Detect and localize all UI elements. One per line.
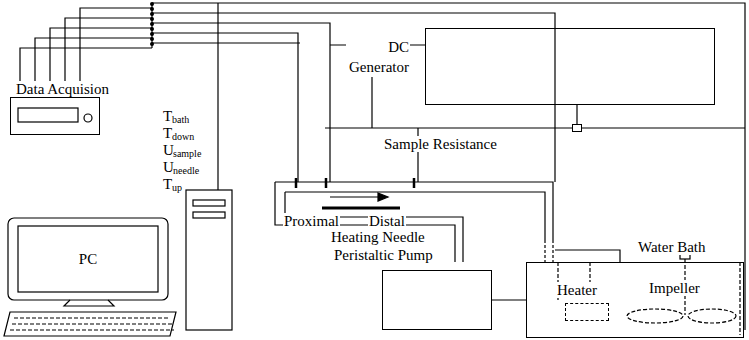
part-label: Impeller bbox=[648, 280, 701, 296]
peristaltic-pump: Peristaltic Pump bbox=[382, 270, 492, 330]
signal-name: down bbox=[171, 129, 195, 145]
node-label: Water Bath bbox=[637, 239, 707, 255]
signal-name: sample bbox=[172, 146, 202, 162]
computer-screen: PC bbox=[18, 226, 158, 292]
node-label: Heater bbox=[556, 282, 598, 298]
part-label: Distal bbox=[368, 213, 406, 229]
signal-name: T bbox=[162, 176, 173, 192]
node-label: Sample Resistance bbox=[383, 136, 498, 152]
signal-name: bath bbox=[171, 112, 190, 128]
data-acquisition-unit: Data Acquision bbox=[10, 97, 100, 135]
signal-name: up bbox=[171, 180, 183, 196]
dc-generator: DC Generator bbox=[425, 28, 715, 105]
part-label: Heating Needle bbox=[330, 229, 426, 245]
node-label: Data Acquision bbox=[15, 81, 110, 97]
signal-name: U bbox=[162, 142, 175, 158]
signal-name: U bbox=[162, 159, 175, 175]
node-label: Peristaltic Pump bbox=[333, 247, 434, 263]
signal-name: needle bbox=[172, 163, 200, 179]
wire-connector bbox=[492, 299, 526, 300]
wire-connector bbox=[576, 105, 577, 124]
heater: Heater bbox=[565, 303, 609, 321]
part-label: Proximal bbox=[283, 213, 340, 229]
water-bath: Water BathHeater bbox=[526, 262, 744, 338]
signal-name: T bbox=[162, 125, 173, 141]
node-label: DC Generator bbox=[346, 37, 410, 77]
signal-name: T bbox=[162, 108, 173, 124]
sample-resistor: Sample Resistance bbox=[572, 124, 582, 132]
node-label: PC bbox=[78, 251, 98, 267]
